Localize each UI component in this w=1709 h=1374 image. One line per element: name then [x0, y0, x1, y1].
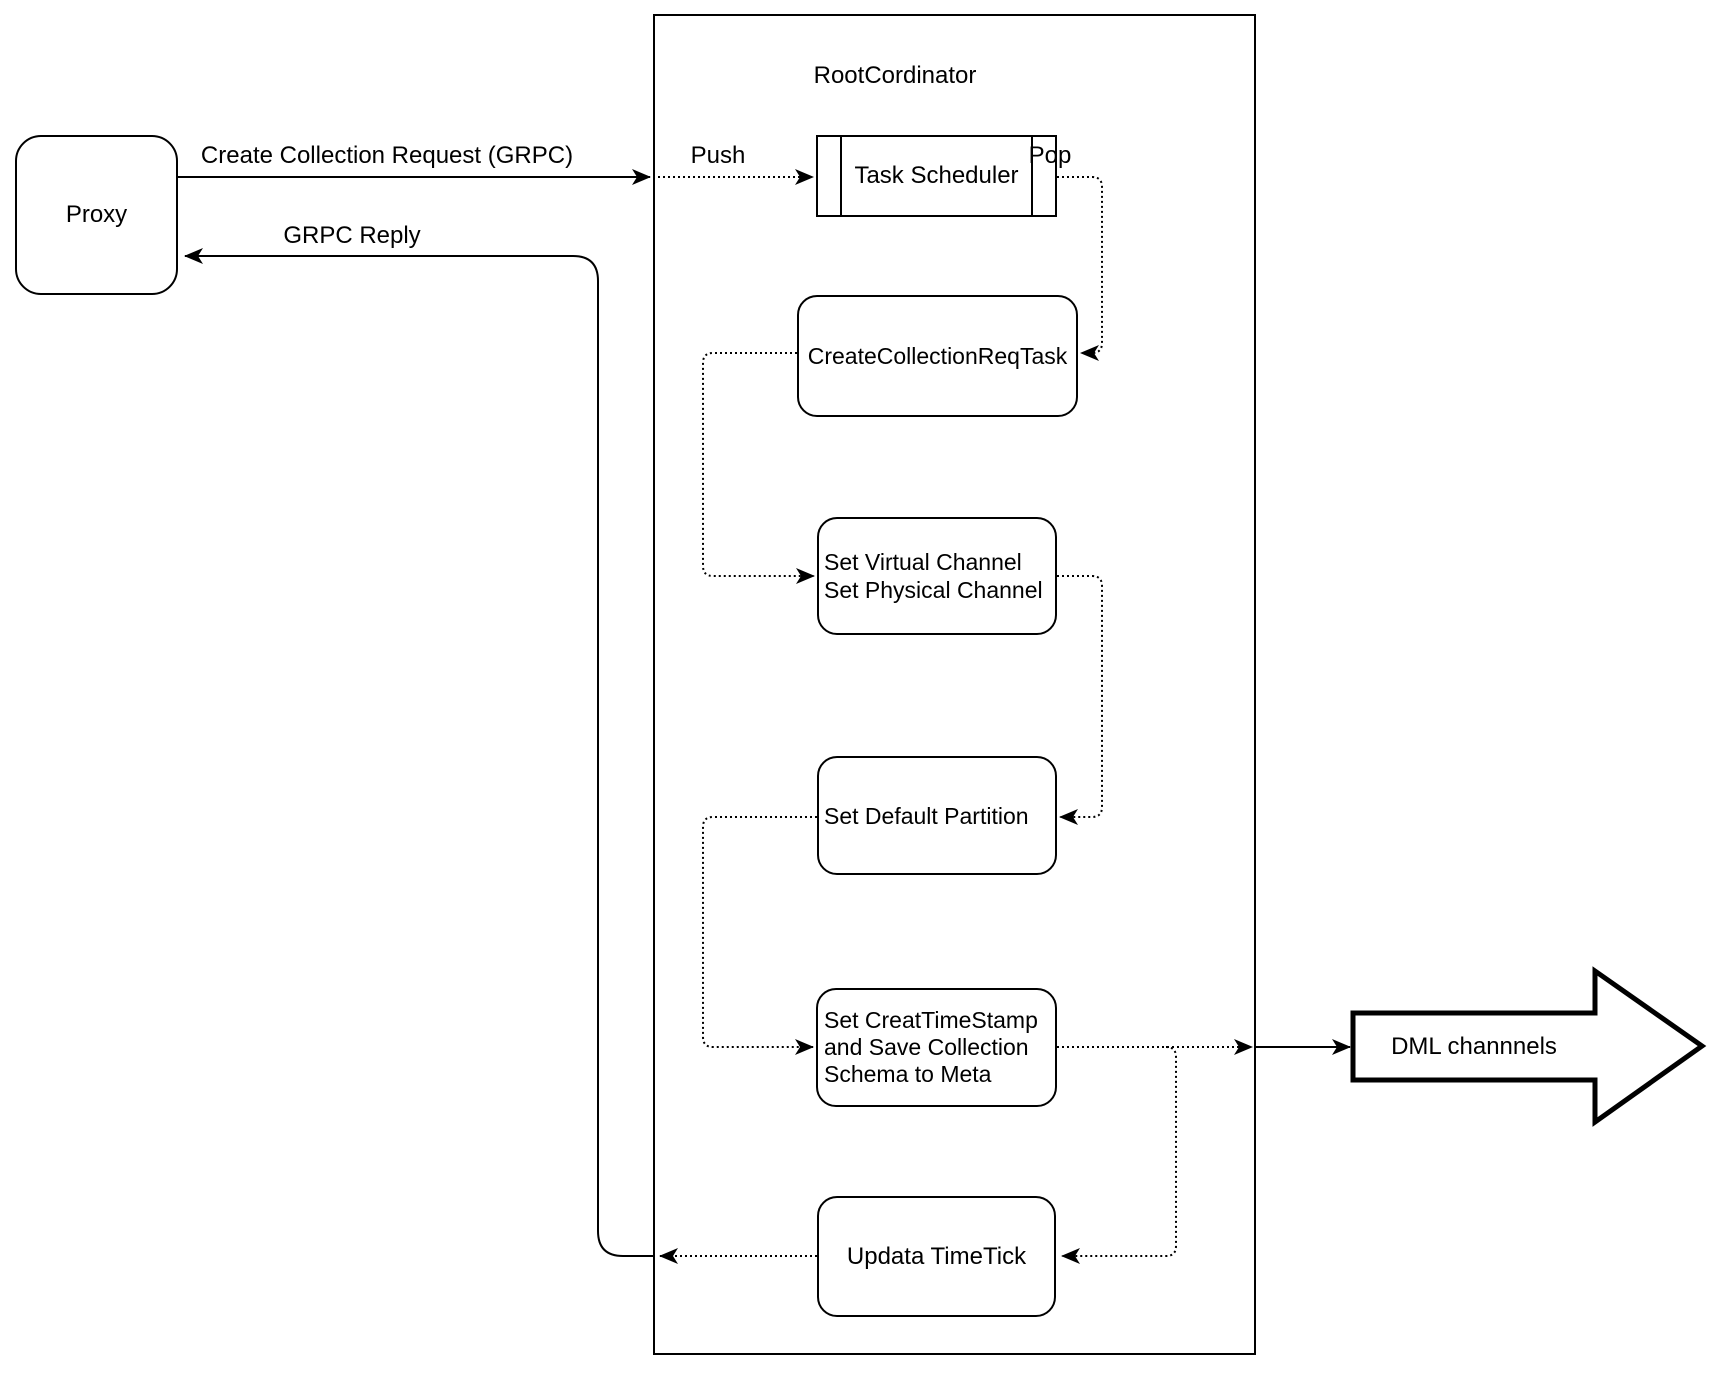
set-timestamp-line3: Schema to Meta	[824, 1061, 992, 1087]
proxy-label: Proxy	[65, 201, 128, 228]
task-scheduler-right-bar	[1031, 137, 1033, 215]
set-channels-label: Set Virtual Channel Set Physical Channel	[824, 548, 1043, 604]
pop-edge-label: Pop	[1028, 142, 1072, 169]
set-timestamp-line1: Set CreatTimeStamp	[824, 1007, 1038, 1033]
set-channels-line2: Set Physical Channel	[824, 577, 1043, 603]
set-channels-node: Set Virtual Channel Set Physical Channel	[817, 517, 1057, 635]
root-coordinator-title: RootCordinator	[813, 62, 977, 89]
dml-channels-label: DML channnels	[1391, 1032, 1557, 1060]
update-timetick-node: Updata TimeTick	[817, 1196, 1056, 1317]
create-collection-req-task-node: CreateCollectionReqTask	[797, 295, 1078, 417]
set-channels-line1: Set Virtual Channel	[824, 549, 1022, 575]
proxy-node: Proxy	[15, 135, 178, 295]
set-timestamp-line2: and Save Collection	[824, 1034, 1029, 1060]
set-timestamp-label: Set CreatTimeStamp and Save Collection S…	[824, 1007, 1038, 1088]
task-scheduler-label: Task Scheduler	[854, 162, 1019, 189]
task-scheduler-node: Task Scheduler	[816, 135, 1057, 217]
task-scheduler-left-bar	[840, 137, 842, 215]
arrow-grpc-reply	[184, 248, 653, 1257]
create-request-edge-label: Create Collection Request (GRPC)	[200, 142, 574, 169]
set-default-partition-node: Set Default Partition	[817, 756, 1057, 875]
grpc-reply-edge-label: GRPC Reply	[283, 222, 421, 249]
push-edge-label: Push	[690, 142, 746, 169]
set-default-partition-label: Set Default Partition	[824, 802, 1029, 829]
create-collection-req-task-label: CreateCollectionReqTask	[807, 343, 1068, 369]
update-timetick-label: Updata TimeTick	[846, 1242, 1027, 1270]
set-timestamp-node: Set CreatTimeStamp and Save Collection S…	[816, 988, 1057, 1107]
